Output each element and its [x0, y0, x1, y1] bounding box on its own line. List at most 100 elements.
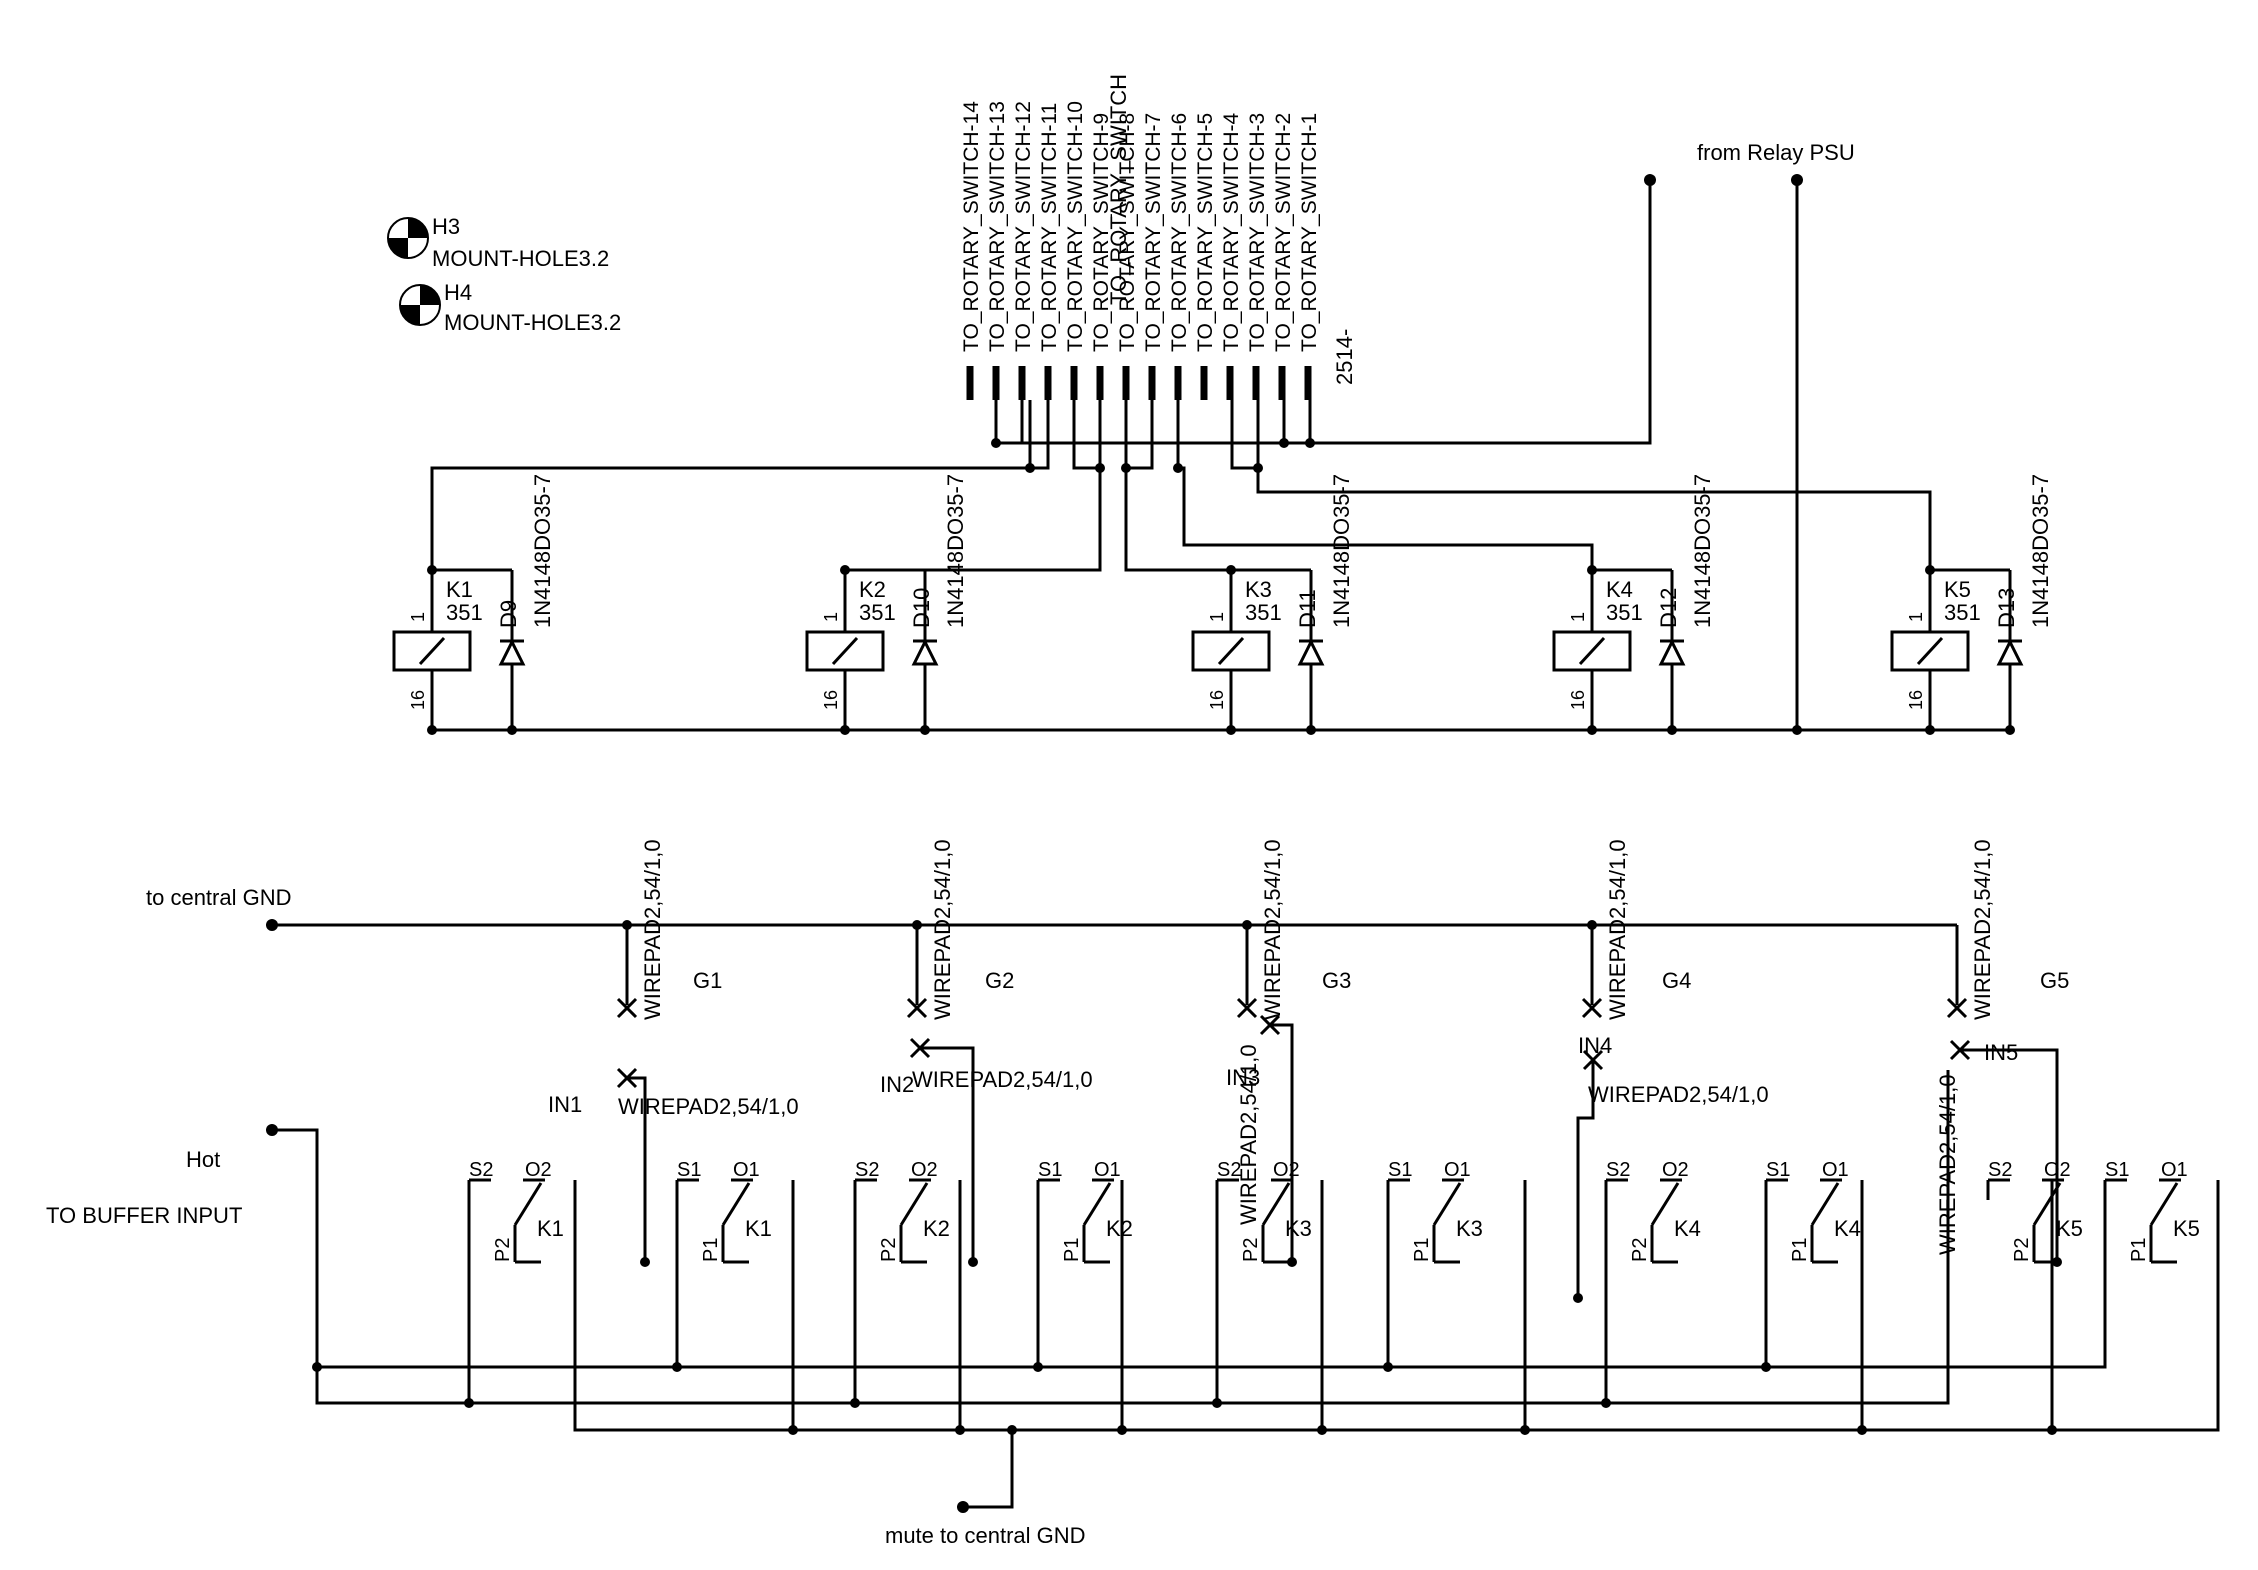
diode-ref-2: D11	[1295, 589, 1320, 628]
contact-s-label-2-0: S2	[1217, 1159, 1241, 1181]
connector-pin-label-2: TO_ROTARY_SWITCH-12	[1012, 101, 1035, 352]
contact-ref-1-1: K2	[1106, 1216, 1133, 1241]
contact-ref-3-1: K4	[1834, 1216, 1861, 1241]
gnd-pad-value-0: WIREPAD2,54/1,0	[640, 839, 665, 1020]
gnd-pad-ref-3: G4	[1662, 968, 1691, 993]
signal-bus-wiring	[266, 1023, 2220, 1513]
contact-ref-1-0: K2	[923, 1216, 950, 1241]
coil-pin-bottom-0: 16	[408, 690, 428, 710]
relay-value-4: 351	[1944, 600, 1981, 625]
contact-s-label-3-1: S1	[1766, 1159, 1790, 1181]
contact-ref-0-0: K1	[537, 1216, 564, 1241]
diode-ref-0: D9	[496, 600, 521, 628]
mount-hole-h4-value: MOUNT-HOLE3.2	[444, 310, 621, 335]
gnd-pad-ref-2: G3	[1322, 968, 1351, 993]
contact-o-label-2-0: O2	[1273, 1159, 1300, 1181]
buffer-label: TO BUFFER INPUT	[46, 1203, 242, 1228]
coil-k4	[1552, 630, 1632, 672]
relay-ref-2: K3	[1245, 577, 1272, 602]
contact-p-label-0-0: P2	[492, 1238, 514, 1262]
diode-value-1: 1N4148DO35-7	[943, 474, 968, 628]
contact-s-label-0-0: S2	[469, 1159, 493, 1181]
coil-pin-bottom-4: 16	[1906, 690, 1926, 710]
contact-p-label-4-0: P2	[2011, 1238, 2033, 1262]
gnd-pad-ref-1: G2	[985, 968, 1014, 993]
input-pad-ref-1: IN2	[880, 1072, 914, 1097]
diode-d12	[1658, 638, 1686, 666]
contact-o-label-0-1: O1	[733, 1159, 760, 1181]
gnd-pad-cross-3	[1581, 997, 1603, 1019]
contact-s-label-0-1: S1	[677, 1159, 701, 1181]
mount-hole-h3-value: MOUNT-HOLE3.2	[432, 246, 609, 271]
contact-s-label-3-0: S2	[1606, 1159, 1630, 1181]
gnd-pad-cross-2	[1236, 997, 1258, 1019]
input-pad-value-3: WIREPAD2,54/1,0	[1588, 1082, 1769, 1107]
contact-p-label-4-1: P1	[2128, 1238, 2150, 1262]
contact-s-label-1-1: S1	[1038, 1159, 1062, 1181]
gnd-pad-cross-1	[906, 997, 928, 1019]
gnd-pad-ref-4: G5	[2040, 968, 2069, 993]
relay-value-1: 351	[859, 600, 896, 625]
connector-pin-label-11: TO_ROTARY_SWITCH-3	[1246, 113, 1269, 352]
connector-pin-label-0: TO_ROTARY_SWITCH-14	[960, 101, 983, 352]
connector-pin-label-3: TO_ROTARY_SWITCH-11	[1038, 103, 1061, 352]
connector-pin-label-13: TO_ROTARY_SWITCH-1	[1298, 113, 1321, 352]
mount-hole-h4-ref: H4	[444, 280, 472, 305]
gnd-label: to central GND	[146, 885, 292, 910]
connector-pin-label-8: TO_ROTARY_SWITCH-6	[1168, 113, 1191, 352]
connector-pin-label-4: TO_ROTARY_SWITCH-10	[1064, 101, 1087, 352]
relay-ref-3: K4	[1606, 577, 1633, 602]
connector-pin-label-5: TO_ROTARY_SWITCH-9	[1090, 113, 1113, 352]
diode-d11	[1297, 638, 1325, 666]
coil-pin-top-3: 1	[1568, 612, 1588, 622]
connector-pin-label-9: TO_ROTARY_SWITCH-5	[1194, 113, 1217, 352]
contact-o-label-3-1: O1	[1822, 1159, 1849, 1181]
diode-d10	[911, 638, 939, 666]
contact-p-label-3-0: P2	[1629, 1238, 1651, 1262]
contact-p-label-2-1: P1	[1411, 1238, 1433, 1262]
contact-o-label-2-1: O1	[1444, 1159, 1471, 1181]
diode-d13	[1996, 638, 2024, 666]
diode-value-2: 1N4148DO35-7	[1329, 474, 1354, 628]
relay-ref-0: K1	[446, 577, 473, 602]
diode-ref-1: D10	[909, 588, 934, 628]
contact-p-label-1-1: P1	[1061, 1238, 1083, 1262]
connector-wiring	[430, 174, 2010, 735]
contact-p-label-2-0: P2	[1240, 1238, 1262, 1262]
relay-ref-1: K2	[859, 577, 886, 602]
coil-pin-top-1: 1	[821, 612, 841, 622]
relay-value-3: 351	[1606, 600, 1643, 625]
diode-d9	[498, 638, 526, 666]
contact-ref-4-0: K5	[2056, 1216, 2083, 1241]
coil-pin-top-0: 1	[408, 612, 428, 622]
contact-o-label-1-1: O1	[1094, 1159, 1121, 1181]
input-pad-ref-2: IN3	[1226, 1065, 1260, 1090]
contact-ref-3-0: K4	[1674, 1216, 1701, 1241]
connector-value: 2514-	[1332, 329, 1357, 385]
input-pad-ref-3: IN4	[1578, 1033, 1612, 1058]
contact-s-label-4-0: S2	[1988, 1159, 2012, 1181]
contact-ref-0-1: K1	[745, 1216, 772, 1241]
coil-pin-top-2: 1	[1207, 612, 1227, 622]
coil-pin-bottom-2: 16	[1207, 690, 1227, 710]
contact-o-label-3-0: O2	[1662, 1159, 1689, 1181]
contact-s-label-2-1: S1	[1388, 1159, 1412, 1181]
diode-value-3: 1N4148DO35-7	[1690, 474, 1715, 628]
input-pad-value-2: WIREPAD2,54/1,0	[1236, 1044, 1261, 1225]
mute-label: mute to central GND	[885, 1523, 1086, 1548]
hot-label: Hot	[186, 1147, 220, 1172]
input-pad-ref-0: IN1	[548, 1092, 582, 1117]
